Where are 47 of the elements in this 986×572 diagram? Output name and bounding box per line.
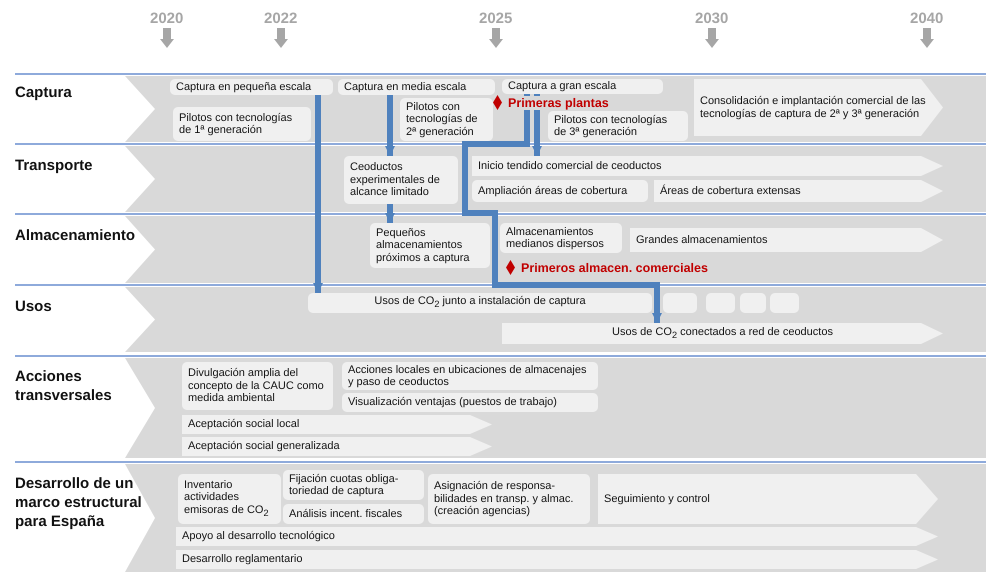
task-box: Usos de CO$_{2}$ junto a instalación de captura	[308, 293, 652, 313]
arrow-shaped-task-bar: Apoyo al desarrollo tecnológico	[176, 527, 938, 546]
arrow-shaped-task-bar: Inicio tendido comercial de ceoductos	[472, 156, 943, 176]
milestone-label: Primeros almacen. comerciales	[519, 261, 710, 275]
year-label: 2020	[150, 10, 184, 27]
task-box: Pilotos con tecnologías de 3ª generación	[548, 111, 688, 141]
year-label: 2025	[479, 10, 512, 27]
task-box: Captura en pequeña escala	[170, 79, 333, 95]
milestone-label: Primeras plantas	[506, 96, 611, 110]
task-box: Ampliación áreas de cobertura	[472, 180, 648, 202]
arrow-shaped-task-bar: Aceptación social generalizada	[182, 437, 492, 456]
lane-heading: Captura	[15, 83, 73, 102]
lane-heading: Desarrollo de un marco estructural para España	[15, 474, 143, 531]
arrow-shaped-task-bar: Desarrollo reglamentario	[176, 550, 938, 569]
year-label: 2022	[264, 10, 298, 27]
arrow-shaped-task-bar: Aceptación social local	[182, 415, 492, 434]
task-box: Captura en media escala	[338, 79, 495, 95]
task-box: Captura a gran escala	[502, 79, 663, 94]
arrow	[462, 94, 662, 323]
arrow-shaped-task-bar: Grandes almacenamientos	[630, 228, 943, 252]
arrow-shaped-task-bar: Seguimiento y control	[598, 474, 938, 524]
task-box: Visualización ventajas (puestos de trabajo)	[342, 393, 598, 412]
year-label: 2030	[695, 10, 728, 27]
task-box: Acciones locales en ubicaciones de almacenajes y paso de ceoductos	[342, 362, 598, 390]
lane-heading: Almacenamiento	[15, 226, 136, 245]
arrow	[313, 95, 323, 293]
arrow-shaped-task-bar: Áreas de cobertura extensas	[654, 180, 943, 202]
arrow	[385, 95, 395, 156]
task-box: Pilotos con tecnologías de 2ª generación	[400, 98, 493, 141]
arrow-shaped-task-bar: Consolidación e implantación comercial de las tecnologías de captura de 2ª y 3ª generación	[694, 79, 943, 136]
task-box: Almacenamientos medianos dispersos	[500, 223, 622, 253]
task-box: Pequeños almacenamientos próximos a captura	[370, 223, 490, 268]
task-box: Divulgación amplia del concepto de la CAUC como medida ambiental	[182, 362, 333, 410]
task-box: Análisis incent. fiscales	[283, 504, 424, 524]
arrow	[385, 204, 395, 223]
arrow	[532, 94, 542, 156]
task-box: Ceoductos experimentales de alcance limitado	[344, 156, 458, 204]
task-box: Asignación de responsa- bilidades en transp. y almac. (creación agencias)	[428, 474, 590, 524]
empty-box	[663, 293, 697, 313]
year-label: 2040	[910, 10, 944, 27]
task-box: Pilotos con tecnologías de 1ª generación	[173, 107, 311, 141]
task-box: Inventario actividades emisoras de CO$_{2}$	[178, 474, 281, 524]
lane-heading: Acciones transversales	[15, 367, 113, 405]
lane-heading: Transporte	[15, 156, 94, 175]
arrow-shaped-task-bar: Usos de CO$_{2}$ conectados a red de ceoductos	[502, 323, 943, 344]
lane-heading: Usos	[15, 297, 53, 316]
task-box: Fijación cuotas obliga- toriedad de captura	[283, 470, 424, 500]
